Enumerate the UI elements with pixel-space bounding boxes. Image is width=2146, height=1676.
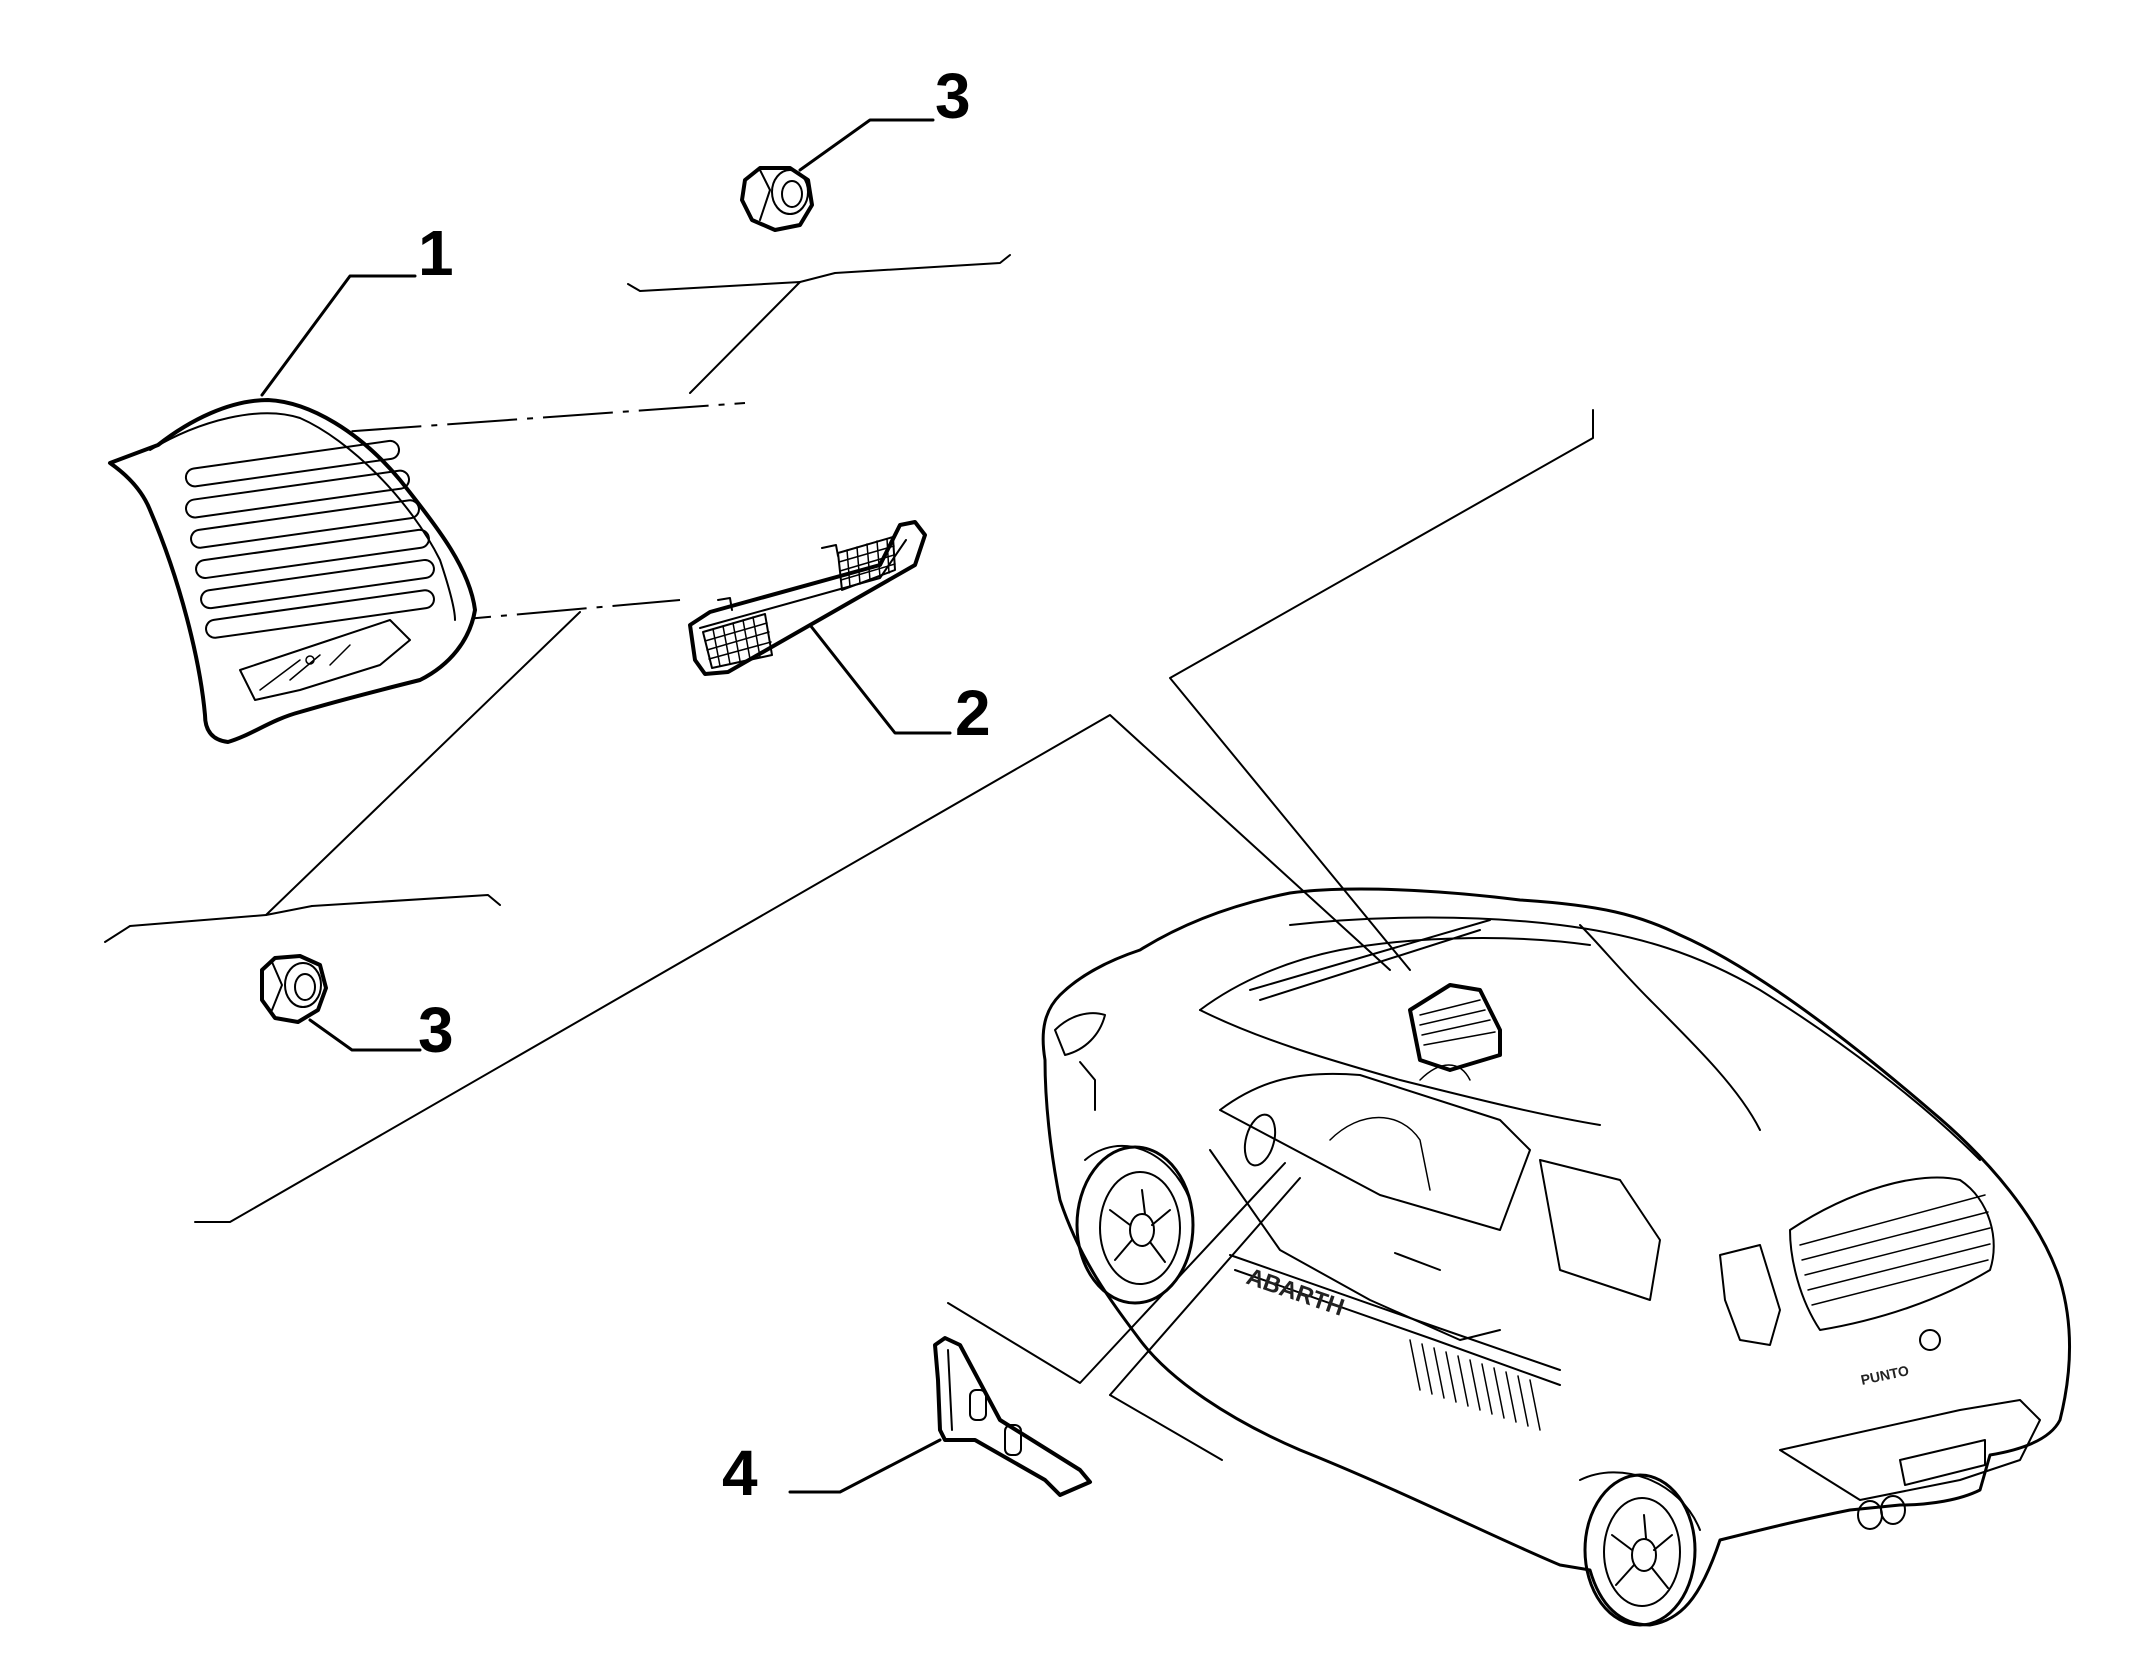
rear-wheel bbox=[1579, 1471, 1701, 1627]
callout-2-leader bbox=[808, 623, 952, 735]
front-wheel bbox=[1075, 1144, 1195, 1305]
rear-badge-text: PUNTO bbox=[1859, 1362, 1910, 1388]
car-illustration: ABARTH PUNTO bbox=[1041, 887, 2071, 1627]
part-3-nut-top bbox=[740, 166, 814, 232]
callout-3a-leader bbox=[798, 118, 935, 172]
callout-1: 1 bbox=[418, 217, 454, 289]
part-2-vent-grille bbox=[688, 520, 927, 676]
leader-lines bbox=[104, 254, 1594, 1461]
grille-mesh-left bbox=[702, 613, 773, 669]
part-4-bracket bbox=[933, 1336, 1092, 1497]
grille-mesh-right bbox=[837, 536, 896, 591]
callout-3a: 3 bbox=[935, 60, 971, 132]
callout-labels: 1 2 3 3 4 bbox=[418, 60, 991, 1509]
callout-3b: 3 bbox=[418, 994, 454, 1066]
panel-ribs bbox=[184, 439, 435, 639]
part-3-nut-bottom bbox=[260, 954, 328, 1024]
callout-4: 4 bbox=[722, 1437, 758, 1509]
callout-2: 2 bbox=[955, 677, 991, 749]
side-stripes bbox=[1409, 1339, 1541, 1431]
callout-4-leader bbox=[788, 1438, 942, 1494]
side-decal-text: ABARTH bbox=[1243, 1263, 1348, 1322]
callout-1-leader bbox=[260, 274, 417, 397]
part-1-panel bbox=[108, 398, 477, 744]
callout-3b-leader bbox=[308, 1018, 422, 1052]
